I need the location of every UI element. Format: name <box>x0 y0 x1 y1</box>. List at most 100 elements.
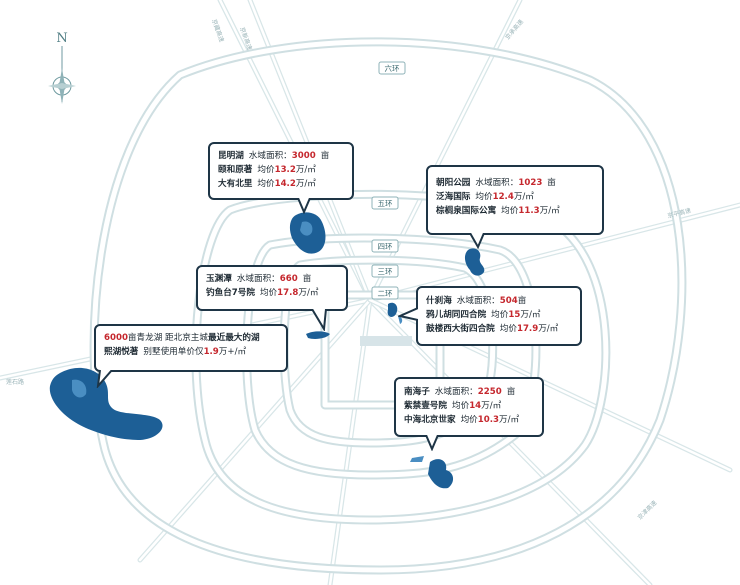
price-value: 10.3 <box>477 415 499 425</box>
ring-labels: 六环 五环 四环 三环 二环 <box>371 61 406 300</box>
price-unit: 万/㎡ <box>539 206 560 216</box>
price-label: 均价 <box>259 288 278 298</box>
area-unit: 亩 <box>320 151 330 161</box>
area-value: 2250 <box>477 387 502 397</box>
area-label: 水域面积： <box>248 151 292 161</box>
callout-chaoyang-row-3: 棕榈泉国际公寓均价11.3万/㎡ <box>436 204 594 218</box>
lake-shichahai <box>360 302 412 346</box>
callout-chaoyang-row-1: 朝阳公园水域面积：1023 亩 <box>436 176 594 190</box>
price-label: 均价 <box>499 324 517 334</box>
lake-kunming <box>289 212 326 254</box>
callout-yuyuantan: 玉渊潭水域面积：660 亩 钓鱼台7号院均价17.8万/㎡ <box>196 265 348 311</box>
price-unit: 万+/㎡ <box>218 347 247 357</box>
property-name: 紫禁壹号院 <box>404 401 447 411</box>
area-value: 3000 <box>291 151 316 161</box>
price-unit: 万/㎡ <box>295 165 316 175</box>
price-value: 17.8 <box>277 288 299 298</box>
callout-kunming-row-3: 大有北里均价14.2万/㎡ <box>218 177 344 191</box>
area-value: 1023 <box>518 178 543 188</box>
price-label: 均价 <box>451 401 470 411</box>
lake-name: 昆明湖 <box>218 151 244 161</box>
ring-3-label: 三环 <box>378 267 393 276</box>
price-label: 均价 <box>501 206 519 216</box>
area-value: 6000 <box>104 333 128 343</box>
property-name: 棕榈泉国际公寓 <box>436 206 497 216</box>
callout-shichahai: 什刹海水域面积：504亩 鸦儿胡同四合院均价15万/㎡ 鼓楼西大街四合院均价17… <box>416 286 582 346</box>
lake-chaoyang <box>464 248 485 276</box>
price-value: 14 <box>469 401 482 411</box>
price-label: 均价 <box>460 415 478 425</box>
callout-nanhaizi-row-2: 紫禁壹号院均价14万/㎡ <box>404 399 534 413</box>
area-label: 水域面积： <box>236 274 280 284</box>
callout-shichahai-row-1: 什刹海水域面积：504亩 <box>426 294 572 308</box>
property-name: 颐和原著 <box>218 165 253 175</box>
callout-kunming-row-2: 颐和原著均价13.2万/㎡ <box>218 163 344 177</box>
lake-name: 南海子 <box>404 387 430 397</box>
callout-yuyuantan-row-1: 玉渊潭水域面积：660 亩 <box>206 272 338 286</box>
lake-name: 什刹海 <box>426 296 452 306</box>
callout-yuyuantan-row-2: 钓鱼台7号院均价17.8万/㎡ <box>206 286 338 300</box>
price-value: 17.9 <box>516 324 539 334</box>
ring-2-label: 二环 <box>378 289 393 298</box>
road-label-w: 莲石路 <box>6 378 24 386</box>
lake-name: 朝阳公园 <box>436 178 471 188</box>
callout-nanhaizi-row-1: 南海子水域面积：2250 亩 <box>404 385 534 399</box>
area-label: 水域面积： <box>456 296 500 306</box>
callout-shichahai-row-2: 鸦儿胡同四合院均价15万/㎡ <box>426 308 572 322</box>
price-label: 均价 <box>491 310 509 320</box>
property-name: 熙湖悦著 <box>104 347 139 357</box>
road-label-se: 京津高速 <box>636 499 659 522</box>
price-value: 12.4 <box>492 192 514 202</box>
property-name: 钓鱼台7号院 <box>206 288 255 298</box>
price-value: 15 <box>508 310 521 320</box>
callout-chaoyang-pointer <box>469 233 485 249</box>
price-unit: 万/㎡ <box>298 288 319 298</box>
price-unit: 万/㎡ <box>481 401 502 411</box>
callout-chaoyang-row-2: 泛海国际均价12.4万/㎡ <box>436 190 594 204</box>
callout-qinglong-lake: 6000亩青龙湖 距北京主城最近最大的湖 熙湖悦著别墅使用单价仅1.9万+/㎡ <box>94 324 288 372</box>
ring-4-label: 四环 <box>378 242 393 251</box>
ring-5-label: 五环 <box>378 199 393 208</box>
price-value: 14.2 <box>274 179 296 189</box>
description-text: 亩青龙湖 距北京主城 <box>127 333 208 343</box>
area-unit: 亩 <box>302 274 312 284</box>
compass-north-label: N <box>56 31 67 46</box>
description-highlight: 最近最大的湖 <box>208 333 260 343</box>
property-name: 泛海国际 <box>436 192 471 202</box>
callout-qinglong-row-2: 熙湖悦著别墅使用单价仅1.9万+/㎡ <box>104 345 278 359</box>
callout-nanhaizi-row-3: 中海北京世家均价10.3万/㎡ <box>404 413 534 427</box>
description-text: 别墅使用单价仅 <box>143 347 204 357</box>
area-value: 660 <box>279 274 298 284</box>
callout-kunming-row-1: 昆明湖水域面积：3000 亩 <box>218 149 344 163</box>
lake-qinglong <box>49 367 163 440</box>
property-name: 中海北京世家 <box>404 415 456 425</box>
callout-shichahai-row-3: 鼓楼西大街四合院均价17.9万/㎡ <box>426 322 572 336</box>
price-value: 1.9 <box>203 347 219 357</box>
callout-yuyuantan-pointer <box>311 309 327 331</box>
callout-nanhaizi-pointer <box>425 435 439 451</box>
price-unit: 万/㎡ <box>295 179 316 189</box>
area-unit: 亩 <box>517 296 527 306</box>
lake-yuyuantan <box>306 331 330 339</box>
price-unit: 万/㎡ <box>513 192 534 202</box>
callout-kunming-pointer <box>297 198 311 214</box>
price-unit: 万/㎡ <box>538 324 559 334</box>
price-value: 11.3 <box>518 206 540 216</box>
area-unit: 亩 <box>547 178 556 188</box>
area-label: 水域面积： <box>434 387 478 397</box>
lake-name: 玉渊潭 <box>206 274 232 284</box>
area-unit: 亩 <box>506 387 516 397</box>
area-label: 水域面积： <box>475 178 519 188</box>
price-label: 均价 <box>257 165 275 175</box>
callout-qinglong-pointer <box>96 370 113 388</box>
property-name: 鼓楼西大街四合院 <box>426 324 495 334</box>
price-unit: 万/㎡ <box>499 415 520 425</box>
callout-shichahai-pointer <box>398 307 418 321</box>
price-label: 均价 <box>257 179 275 189</box>
compass-rose-icon: N <box>48 31 76 104</box>
price-label: 均价 <box>475 192 493 202</box>
price-value: 13.2 <box>274 165 296 175</box>
